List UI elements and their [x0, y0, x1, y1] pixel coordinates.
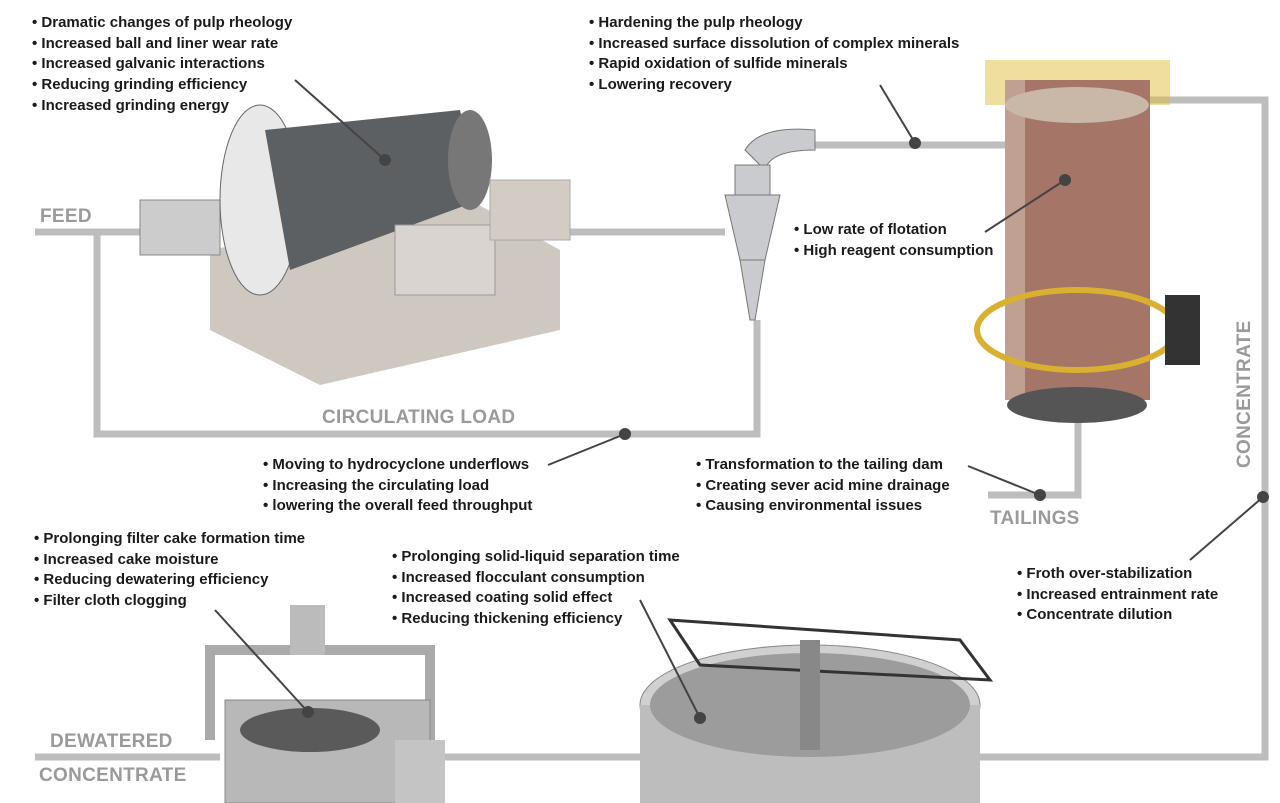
dewatered-label: DEWATERED — [50, 731, 173, 752]
tailings-effects-list: Transformation to the tailing dam Creati… — [696, 455, 950, 517]
list-item: Lowering recovery — [589, 75, 959, 96]
list-item: Increased surface dissolution of complex… — [589, 34, 959, 55]
list-item: Increased galvanic interactions — [32, 54, 292, 75]
filter-illustration — [205, 605, 445, 803]
list-item: Froth over-stabilization — [1017, 564, 1218, 585]
list-item: Low rate of flotation — [794, 220, 993, 241]
flotation-column-illustration — [974, 60, 1200, 423]
list-item: Hardening the pulp rheology — [589, 13, 959, 34]
list-item: Increased coating solid effect — [392, 588, 680, 609]
list-item: lowering the overall feed throughput — [263, 496, 532, 517]
list-item: Moving to hydrocyclone underflows — [263, 455, 532, 476]
filter-effects-list: Prolonging filter cake formation time In… — [34, 529, 305, 612]
tailings-label: TAILINGS — [990, 508, 1080, 529]
list-item: Concentrate dilution — [1017, 605, 1218, 626]
list-item: Reducing dewatering efficiency — [34, 570, 305, 591]
list-item: Reducing grinding efficiency — [32, 75, 292, 96]
list-item: Prolonging solid-liquid separation time — [392, 547, 679, 568]
circulating-effects-list: Moving to hydrocyclone underflows Increa… — [263, 455, 532, 517]
list-item: Increased cake moisture — [34, 550, 305, 571]
list-item: Increased grinding energy — [32, 96, 292, 117]
list-item: Creating sever acid mine drainage — [696, 476, 949, 497]
list-item: Increased entrainment rate — [1017, 585, 1218, 606]
thickener-illustration — [639, 618, 994, 803]
list-item: Filter cloth clogging — [34, 591, 305, 612]
cyclone-effects-list: Hardening the pulp rheology Increased su… — [589, 13, 959, 96]
tailings-line — [988, 420, 1082, 499]
flotation-effects-list: Low rate of flotation High reagent consu… — [794, 220, 993, 261]
concentrate-line — [960, 96, 1269, 761]
list-item: Increased flocculant consumption — [392, 568, 680, 589]
dewatered-concentrate-label: CONCENTRATE — [39, 765, 187, 786]
circulating-load-label: CIRCULATING LOAD — [322, 407, 516, 428]
concentrate-label: CONCENTRATE — [1234, 320, 1255, 468]
list-item: Increased ball and liner wear rate — [32, 34, 292, 55]
list-item: Causing environmental issues — [696, 496, 950, 517]
concentrate-effects-list: Froth over-stabilization Increased entra… — [1017, 564, 1218, 626]
thickener-effects-list: Prolonging solid-liquid separation time … — [392, 547, 680, 630]
feed-label: FEED — [40, 206, 92, 227]
list-item: Transformation to the tailing dam — [696, 455, 950, 476]
list-item: Rapid oxidation of sulfide minerals — [589, 54, 959, 75]
ball-mill-illustration — [139, 104, 571, 385]
hydrocyclone-illustration — [724, 128, 816, 321]
list-item: Reducing thickening efficiency — [392, 609, 680, 630]
mill-effects-list: Dramatic changes of pulp rheology Increa… — [32, 13, 292, 117]
list-item: Dramatic changes of pulp rheology — [32, 13, 292, 34]
circulating-load-line — [93, 232, 761, 438]
list-item: Increasing the circulating load — [263, 476, 532, 497]
list-item: Prolonging filter cake formation time — [34, 529, 305, 550]
list-item: High reagent consumption — [794, 241, 993, 262]
